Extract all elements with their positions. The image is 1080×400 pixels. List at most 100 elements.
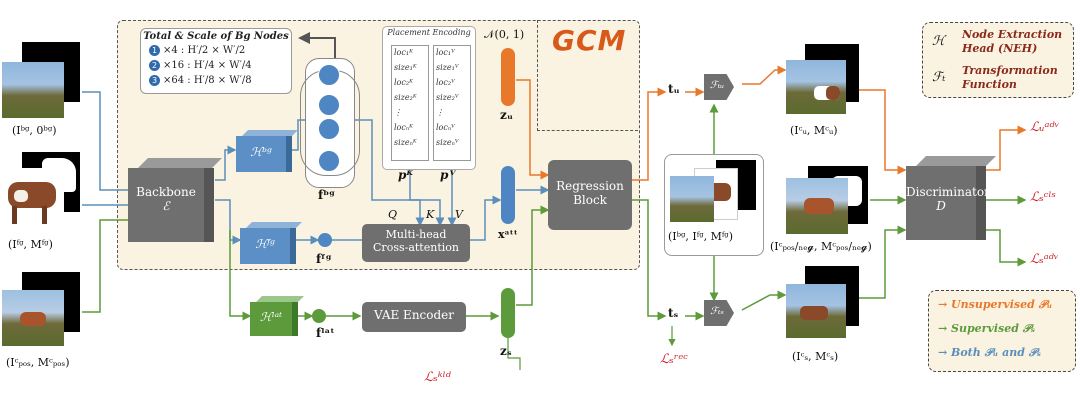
pk-item: size₁ᴷ: [394, 63, 417, 72]
discriminator-block: Discriminator D: [906, 156, 996, 240]
note-f-text-2: Function: [962, 78, 1017, 91]
bg-node-3: [318, 150, 340, 172]
pk-label: pᴷ: [398, 168, 413, 182]
pk-column: [391, 45, 429, 161]
pv-item: size₁ⱽ: [436, 63, 459, 72]
bg-node-scale-box: Total & Scale of Bg Nodes 1×4 : H′/2 × W…: [140, 28, 292, 94]
rec-loss-label: ℒₛʳᵉᶜ: [660, 352, 688, 367]
f-fg-label: fᶠᵍ: [316, 252, 332, 266]
f-s-label: ℱₜₛ: [710, 306, 724, 317]
out-posneg-image: [786, 178, 848, 234]
scale-row-2: 2×16 : H′/4 × W′/4: [149, 60, 252, 71]
z-s-bar: [501, 288, 515, 338]
legend-entry: → Both 𝒫ᵤ and 𝒫ₛ: [938, 346, 1041, 360]
vae-encoder-block: [362, 302, 466, 332]
pv-item: loc₂ⱽ: [436, 78, 455, 87]
q-label: Q: [388, 208, 398, 221]
regression-block: [548, 160, 632, 230]
legend-arrow-icon: →: [938, 322, 952, 335]
pv-item: ⋮: [436, 108, 444, 117]
f-lat-node: [312, 309, 326, 323]
out-s-image: [786, 284, 846, 338]
x-att-label: xᵃᵗᵗ: [498, 228, 518, 241]
discriminator-symbol: D: [936, 198, 946, 213]
pk-item: ⋮: [394, 108, 402, 117]
pk-item: loc₁ᴷ: [394, 48, 413, 57]
discriminator-label: Discriminator: [906, 185, 990, 199]
fg-input-label: (Iᶠᵍ, Mᶠᵍ): [8, 238, 53, 251]
center-input-label: (Iᵇᵍ, Iᶠᵍ, Mᶠᵍ): [668, 230, 733, 243]
z-u-bar: [501, 48, 515, 106]
bg-node-1a: [318, 64, 340, 86]
note-h-symbol: ℋ: [932, 34, 945, 49]
out-s-label: (Iᶜₛ, Mᶜₛ): [792, 350, 839, 363]
fg-image: [2, 168, 64, 230]
t-s-label: tₛ: [668, 306, 679, 320]
note-f-text-1: Transformation: [962, 64, 1058, 77]
kld-loss-label: ℒₛᵏˡᵈ: [424, 370, 451, 385]
h-fg-head: ℋᶠᵍ: [240, 222, 302, 264]
notation-box: [922, 22, 1074, 98]
h-bg-head: ℋᵇᵍ: [236, 130, 298, 172]
f-u-block: [704, 74, 734, 100]
legend-entry: → Unsupervised 𝒫ᵤ: [938, 298, 1052, 312]
z-u-label: zᵤ: [500, 108, 514, 122]
gcm-title-box: [537, 20, 638, 131]
legend-arrow-icon: →: [938, 346, 952, 359]
backbone-symbol: ℰ: [162, 198, 170, 213]
k-label: K: [426, 208, 435, 221]
pk-item: loc₂ᴷ: [394, 78, 413, 87]
mhca-block: [362, 224, 470, 262]
scale-row-1: 1×4 : H′/2 × W′/2: [149, 45, 245, 56]
note-h-text-1: Node Extraction: [962, 28, 1063, 41]
regression-label: Regression Block: [556, 179, 624, 207]
v-label: V: [455, 208, 463, 221]
pv-item: loc₁ⱽ: [436, 48, 455, 57]
t-u-label: tᵤ: [668, 82, 680, 96]
gcm-title: GCM: [552, 24, 627, 57]
z-s-label: zₛ: [500, 344, 512, 358]
note-f-symbol: ℱₜ: [932, 70, 946, 85]
vae-encoder-label: VAE Encoder: [373, 308, 455, 322]
legend-text: Supervised 𝒫ₛ: [951, 322, 1036, 335]
out-posneg-label: (Iᶜₚₒₛ/ₙₑ𝓰, Mᶜₚₒₛ/ₙₑ𝓰): [770, 240, 872, 253]
pos-image: [2, 290, 64, 346]
note-h-text-2: Head (NEH): [962, 42, 1038, 55]
pv-item: locₙⱽ: [436, 123, 455, 132]
pv-item: sizeₙⱽ: [436, 138, 459, 147]
l-u-adv-label: ℒᵤᵃᵈᵛ: [1030, 120, 1060, 135]
legend-text: Unsupervised 𝒫ᵤ: [951, 298, 1053, 311]
l-s-adv-label: ℒₛᵃᵈᵛ: [1030, 252, 1059, 267]
x-att-bar: [501, 166, 515, 224]
backbone-label: Backbone: [136, 185, 196, 199]
mhca-label: Multi-head Cross-attention: [373, 228, 459, 254]
placement-title: Placement Encoding: [387, 28, 471, 37]
bg-node-1b: [318, 94, 340, 116]
pk-item: sizeₙᴷ: [394, 138, 417, 147]
f-u-label: ℱₜᵤ: [709, 80, 725, 91]
out-u-image: [786, 60, 846, 114]
center-bg: [670, 176, 714, 222]
bg-node-2: [318, 118, 340, 140]
pos-input-label: (Iᶜₚₒₛ, Mᶜₚₒₛ): [6, 356, 70, 369]
normal-label: 𝒩(0, 1): [484, 28, 525, 41]
l-s-cls-label: ℒₛᶜˡˢ: [1030, 190, 1056, 205]
pv-label: pⱽ: [440, 168, 455, 182]
backbone-block: Backbone ℰ: [128, 158, 222, 242]
f-fg-node: [318, 233, 332, 247]
placement-encoding-box: Placement Encoding: [382, 26, 476, 170]
legend-text: Both 𝒫ᵤ and 𝒫ₛ: [951, 346, 1041, 359]
legend-box: [928, 290, 1076, 372]
pv-item: size₂ⱽ: [436, 93, 459, 102]
f-lat-label: fˡᵃᵗ: [316, 326, 335, 340]
scale-row-3: 3×64 : H′/8 × W′/8: [149, 75, 252, 86]
h-bg-label: ℋᵇᵍ: [250, 145, 272, 159]
f-s-block: [704, 300, 734, 326]
bg-input-label: (Iᵇᵍ, 0ᵇᵍ): [12, 124, 57, 137]
legend-entry: → Supervised 𝒫ₛ: [938, 322, 1035, 336]
h-lat-head: ℋˡᵃᵗ: [250, 296, 304, 336]
out-u-label: (Iᶜᵤ, Mᶜᵤ): [790, 124, 838, 137]
pk-item: size₂ᴷ: [394, 93, 417, 102]
h-lat-label: ℋˡᵃᵗ: [259, 310, 283, 324]
